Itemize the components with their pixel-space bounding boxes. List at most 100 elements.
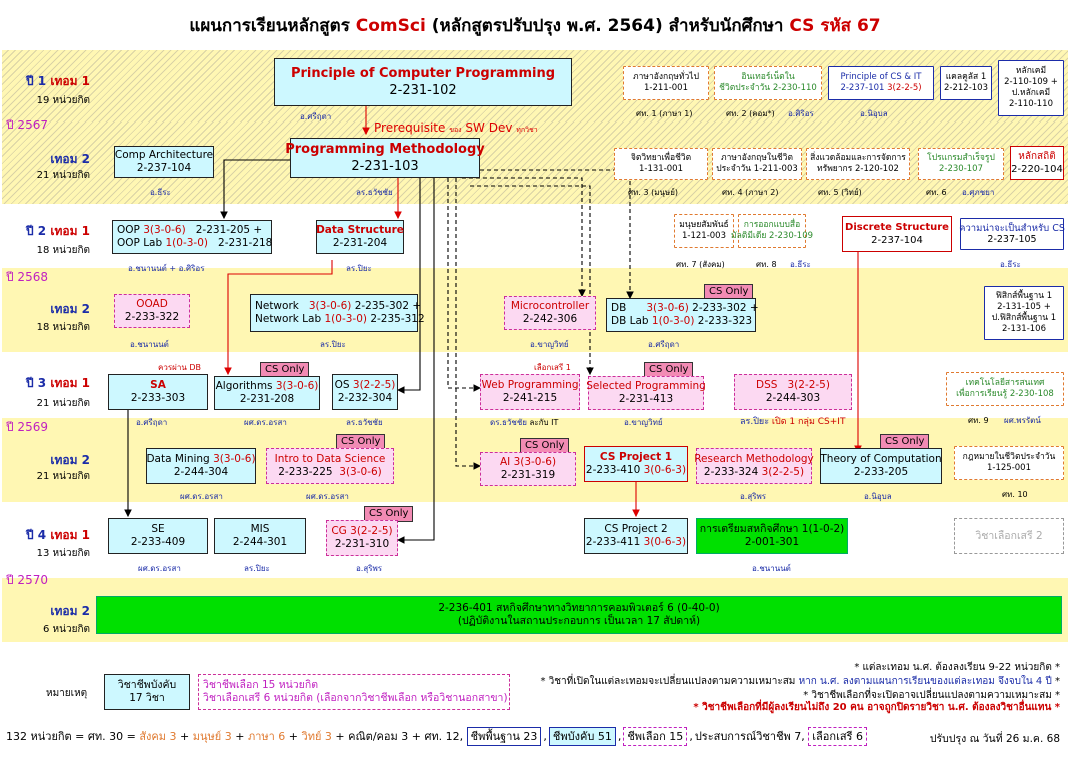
course-code: 2-110-109 + [1004,77,1058,87]
course-code: 2-231-103 [351,159,419,174]
course-code: 2-231-413 [618,393,674,405]
lecturer: อ.ชนานนต์ [752,564,791,573]
course-name: Web Programming [481,379,579,391]
course-physics-1[interactable]: ฟิสิกส์พื้นฐาน 1 2-131-105 + ป.ฟิสิกส์พื… [984,286,1064,340]
course-credit: 3(0-6-3) [643,536,687,548]
course-name: OS [334,379,350,391]
course-algorithms[interactable]: Algorithms 3(3-0-6) 2-231-208 [214,376,320,410]
course-name-lab: DB Lab [611,315,649,327]
course-oop[interactable]: OOP 3(3-0-6) 2-231-205 + OOP Lab 1(0-3-0… [112,220,272,254]
course-environment[interactable]: สิ่งแวดล้อมและการจัดการ ทรัพยากร 2-120-1… [806,148,910,180]
course-code: 2-231-319 [500,469,556,481]
course-selected-programming[interactable]: Selected Programming 2-231-413 [586,376,706,410]
course-se[interactable]: SE 2-233-409 [108,518,208,554]
sem-year: ปี 1 [26,74,47,88]
course-credit-lab: 1(0-3-0) [165,237,209,249]
course-human-relations[interactable]: มนุษยสัมพันธ์ 1-121-003 [674,214,734,248]
course-data-mining[interactable]: Data Mining 3(3-0-6) 2-244-304 [146,448,256,484]
course-software-package[interactable]: โปรแกรมสำเร็จรูป 2-230-107 [918,148,1004,180]
course-cs-project-2[interactable]: CS Project 2 2-233-411 3(0-6-3) [584,518,688,554]
course-daily-english[interactable]: ภาษาอังกฤษในชีวิต ประจำวัน 1-211-003 [712,148,802,180]
course-ooad[interactable]: OOAD 2-233-322 [114,294,190,328]
sem-term: เทอม 1 [50,74,90,88]
legend-elective: วิชาชีพเลือก 15 หน่วยกิต วิชาเลือกเสรี 6… [198,674,510,710]
course-os[interactable]: OS 3(2-2-5) 2-232-304 [332,374,398,410]
course-probability[interactable]: ความน่าจะเป็นสำหรับ CS 2-237-105 [959,218,1065,250]
course-multimedia-design[interactable]: การออกแบบสื่อ มัลติมีเดีย 2-230-109 [731,214,813,248]
course-cs-project-1[interactable]: CS Project 1 2-233-410 3(0-6-3) [584,446,688,482]
course-name: ความน่าจะเป็นสำหรับ CS [959,223,1065,234]
course-db[interactable]: DB 3(3-0-6) 2-233-302 + DB Lab 1(0-3-0) … [606,298,759,332]
course-code-lab: 2-231-218 [218,237,273,249]
sem-y1-t2-credits: 21 หน่วยกิต [36,170,90,181]
course-name: Discrete Structure [845,222,949,233]
course-daily-law[interactable]: กฎหมายในชีวิตประจำวัน 1-125-001 [954,446,1064,480]
course-sa[interactable]: SA 2-233-303 [108,374,208,410]
course-code: 1-211-001 [644,83,688,93]
lecturer: อ.ศรีฤดา [136,418,168,427]
sem-y3-t2-credits: 21 หน่วยกิต [36,471,90,482]
course-dss[interactable]: DSS 3(2-2-5) 2-244-303 [734,374,852,410]
course-discrete-structure[interactable]: Discrete Structure 2-237-104 [842,216,952,252]
course-code: 2-233-322 [124,311,180,323]
course-name: Data Structure [316,224,404,236]
sem-y4-t2-credits: 6 หน่วยกิต [43,624,90,635]
course-data-structure[interactable]: Data Structure 2-231-204 [316,220,404,254]
sem-term: เทอม 2 [50,604,90,618]
lecturer: อ.ศรีฤดา [648,340,680,349]
course-general-english[interactable]: ภาษาอังกฤษทั่วไป 1-211-001 [623,66,709,100]
course-chemistry[interactable]: หลักเคมี 2-110-109 + ป.หลักเคมี 2-110-11… [998,60,1064,116]
lecturer: อ.ชนานนต์ + อ.ศิริอร [128,264,205,273]
lecturer: ลร.ธวัชชัย [346,418,383,427]
course-it-for-learning[interactable]: เทคโนโลยีสารสนเทศ เพื่อการเรียนรู้ 2-230… [946,372,1064,406]
note-2-c: * [1051,676,1060,687]
course-ai[interactable]: AI 3(3-0-6) 2-231-319 [480,452,576,486]
title-text: แผนการเรียนหลักสูตร [189,16,356,36]
course-code: 2-241-215 [502,392,558,404]
course-principle-cs-it[interactable]: Principle of CS & IT 2-237-101 3(2-2-5) [828,66,934,100]
sem-y3-t2: เทอม 2 [10,451,90,470]
course-code: 2-233-409 [130,536,186,548]
gen-ed-category: ศท. 2 (คอม*) [726,109,775,118]
course-cg[interactable]: CG 3(2-2-5) 2-231-310 [326,520,398,556]
sem-y4-t1: ปี 4 เทอม 1 [10,526,90,545]
course-name-2: ป.ฟิสิกส์พื้นฐาน 1 [991,313,1057,323]
summary-sci: วิทย์ 3 [301,730,332,743]
course-name: SE [151,523,165,535]
prerequisite-note: Prerequisite ของ SW Dev ทุกวิชา [374,121,538,136]
course-cooperative-education[interactable]: 2-236-401 สหกิจศึกษาทางวิทยาการคอมพิวเตอ… [96,596,1062,634]
course-web-programming[interactable]: Web Programming 2-241-215 [480,374,580,410]
course-theory-of-computation[interactable]: Theory of Computation 2-233-205 [820,448,942,484]
lecturer: ลร.ปิยะ [320,340,346,349]
course-principle-of-computer-programming[interactable]: Principle of Computer Programming 2-231-… [274,58,572,106]
course-name: Programming Methodology [285,142,485,157]
course-mis[interactable]: MIS 2-244-301 [214,518,306,554]
course-code: 1-131-001 [639,164,683,174]
course-network[interactable]: Network 3(3-0-6) 2-235-302 + Network Lab… [250,294,425,332]
lecturer: ผศ.พรรัตน์ [1004,416,1041,425]
course-psychology[interactable]: จิตวิทยาเพื่อชีวิต 1-131-001 [614,148,708,180]
course-free-elective-2[interactable]: วิชาเลือกเสรี 2 [954,518,1064,554]
sem-y1-t1-credits: 19 หน่วยกิต [36,95,90,106]
course-name: Algorithms [215,380,273,392]
course-credit: 3(2-2-5) [350,525,393,537]
course-credit: 3(2-2-5) [352,379,396,391]
course-intro-data-science[interactable]: Intro to Data Science 2-233-225 3(3-0-6) [266,448,394,484]
course-name: CG [331,525,347,537]
summary-core-box: ชีพบังคับ 51 [548,727,616,746]
course-comp-architecture[interactable]: Comp Architecture 2-237-104 [114,146,214,178]
course-research-methodology[interactable]: Research Methodology 2-233-324 3(2-2-5) [694,448,814,484]
course-name: เทคโนโลยีสารสนเทศ [965,378,1045,388]
course-credit: 1(1-0-2) [801,523,845,535]
course-name: Selected Programming [586,380,706,392]
free-elective-note: เลือกเสรี 1 [534,363,571,372]
course-programming-methodology[interactable]: Programming Methodology 2-231-103 [285,138,485,178]
course-statistics[interactable]: หลักสถิติ 2-220-104 [1010,146,1064,180]
course-internet-daily-life[interactable]: อินเทอร์เน็ตใน ชีวิตประจำวัน 2-230-110 [714,66,822,100]
course-coop-preparation[interactable]: การเตรียมสหกิจศึกษา 1(1-0-2) 2-001-301 [696,518,848,554]
summary-free-box: เลือกเสรี 6 [808,727,867,746]
course-code: 2-231-310 [334,538,390,550]
lecturer: อ.ชนานนต์ [130,340,169,349]
course-calculus-1[interactable]: แคลคูลัส 1 2-212-103 [940,66,992,100]
course-microcontroller[interactable]: Microcontroller 2-242-306 [504,296,596,330]
